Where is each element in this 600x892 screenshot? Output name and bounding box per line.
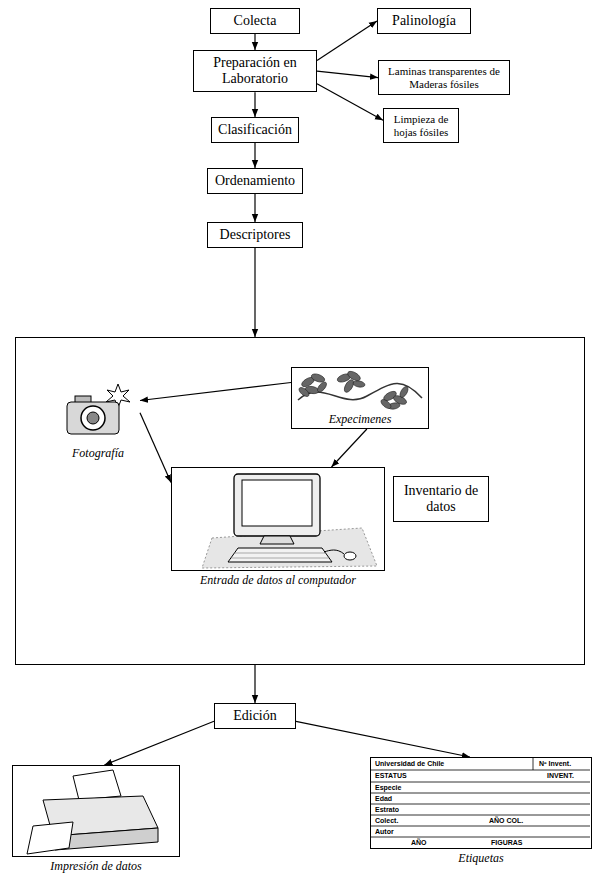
camera-icon: Fotografía — [56, 380, 140, 462]
field-label: AÑO — [411, 838, 427, 847]
process-box: Ordenamiento — [207, 168, 303, 194]
computer-box: Entrada de datos al computador — [171, 467, 385, 571]
box-text: Laminas transparentes de Maderas fósiles — [384, 65, 504, 90]
caption: Expecimenes — [292, 412, 428, 426]
flow-arrow — [254, 34, 255, 50]
box-text: Ordenamiento — [213, 173, 297, 189]
specimen-box: Expecimenes — [291, 367, 429, 429]
process-box: Laminas transparentes de Maderas fósiles — [378, 60, 510, 95]
computer-illustration — [172, 468, 384, 570]
process-box: Colecta — [210, 8, 300, 34]
flow-arrow — [254, 143, 255, 168]
box-text: Edición — [220, 708, 290, 724]
flow-arrow — [296, 721, 470, 757]
box-text: Limpieza de hojas fósiles — [389, 113, 453, 138]
field-label: Universidad de Chile — [375, 759, 444, 768]
field-label: Edad — [375, 794, 392, 803]
field-label: Estrato — [375, 805, 399, 814]
process-box: Limpieza de hojas fósiles — [383, 108, 459, 143]
flow-arrow — [254, 665, 255, 703]
flow-arrow — [332, 429, 367, 467]
specimen-illustration — [292, 368, 428, 414]
flow-arrow — [254, 92, 255, 117]
flow-arrow — [254, 194, 255, 222]
box-text: Colecta — [216, 13, 294, 29]
field-label: FIGURAS — [491, 838, 523, 847]
field-label: Colect. — [375, 816, 398, 825]
region-label-box: Inventario de datos — [393, 476, 489, 522]
inventory-region: Inventario de datos Expecimenes Fotograf… — [15, 337, 585, 665]
box-text: Descriptores — [213, 227, 297, 243]
box-text: Clasificación — [217, 122, 293, 138]
process-box: Descriptores — [207, 222, 303, 248]
flow-arrow — [317, 21, 377, 61]
box-text: Preparación en Laboratorio — [199, 55, 311, 87]
box-text: Palinología — [383, 13, 465, 29]
flow-arrow — [317, 84, 383, 121]
caption: Etiquetas — [341, 851, 600, 865]
printer-box: Impresión de datos — [12, 765, 180, 857]
process-box: Preparación en Laboratorio — [193, 50, 317, 92]
label-card: Universidad de Chile Nº Invent. ESTATUS INV… — [370, 757, 592, 849]
process-box: Edición — [214, 703, 296, 729]
flow-arrow — [254, 248, 255, 337]
region-label: Inventario de datos — [398, 483, 484, 515]
flow-arrow — [317, 71, 378, 78]
field-label: Autor — [375, 827, 394, 836]
process-box: Clasificación — [211, 117, 299, 143]
caption: Entrada de datos al computador — [142, 573, 414, 587]
field-label: Nº Invent. — [539, 759, 571, 768]
field-label: Especie — [375, 783, 401, 792]
flow-arrow — [140, 413, 171, 483]
printer-illustration — [13, 766, 179, 856]
field-label: AÑO COL. — [489, 816, 523, 825]
field-label: ESTATUS — [375, 771, 407, 780]
label-card-rules — [371, 758, 590, 847]
caption: Fotografía — [56, 446, 140, 460]
field-label: INVENT. — [547, 771, 574, 780]
caption: Impresión de datos — [0, 859, 209, 873]
camera-illustration — [63, 382, 133, 438]
flow-arrow — [140, 383, 291, 401]
process-box: Palinología — [377, 8, 471, 34]
flow-arrow — [104, 721, 214, 765]
